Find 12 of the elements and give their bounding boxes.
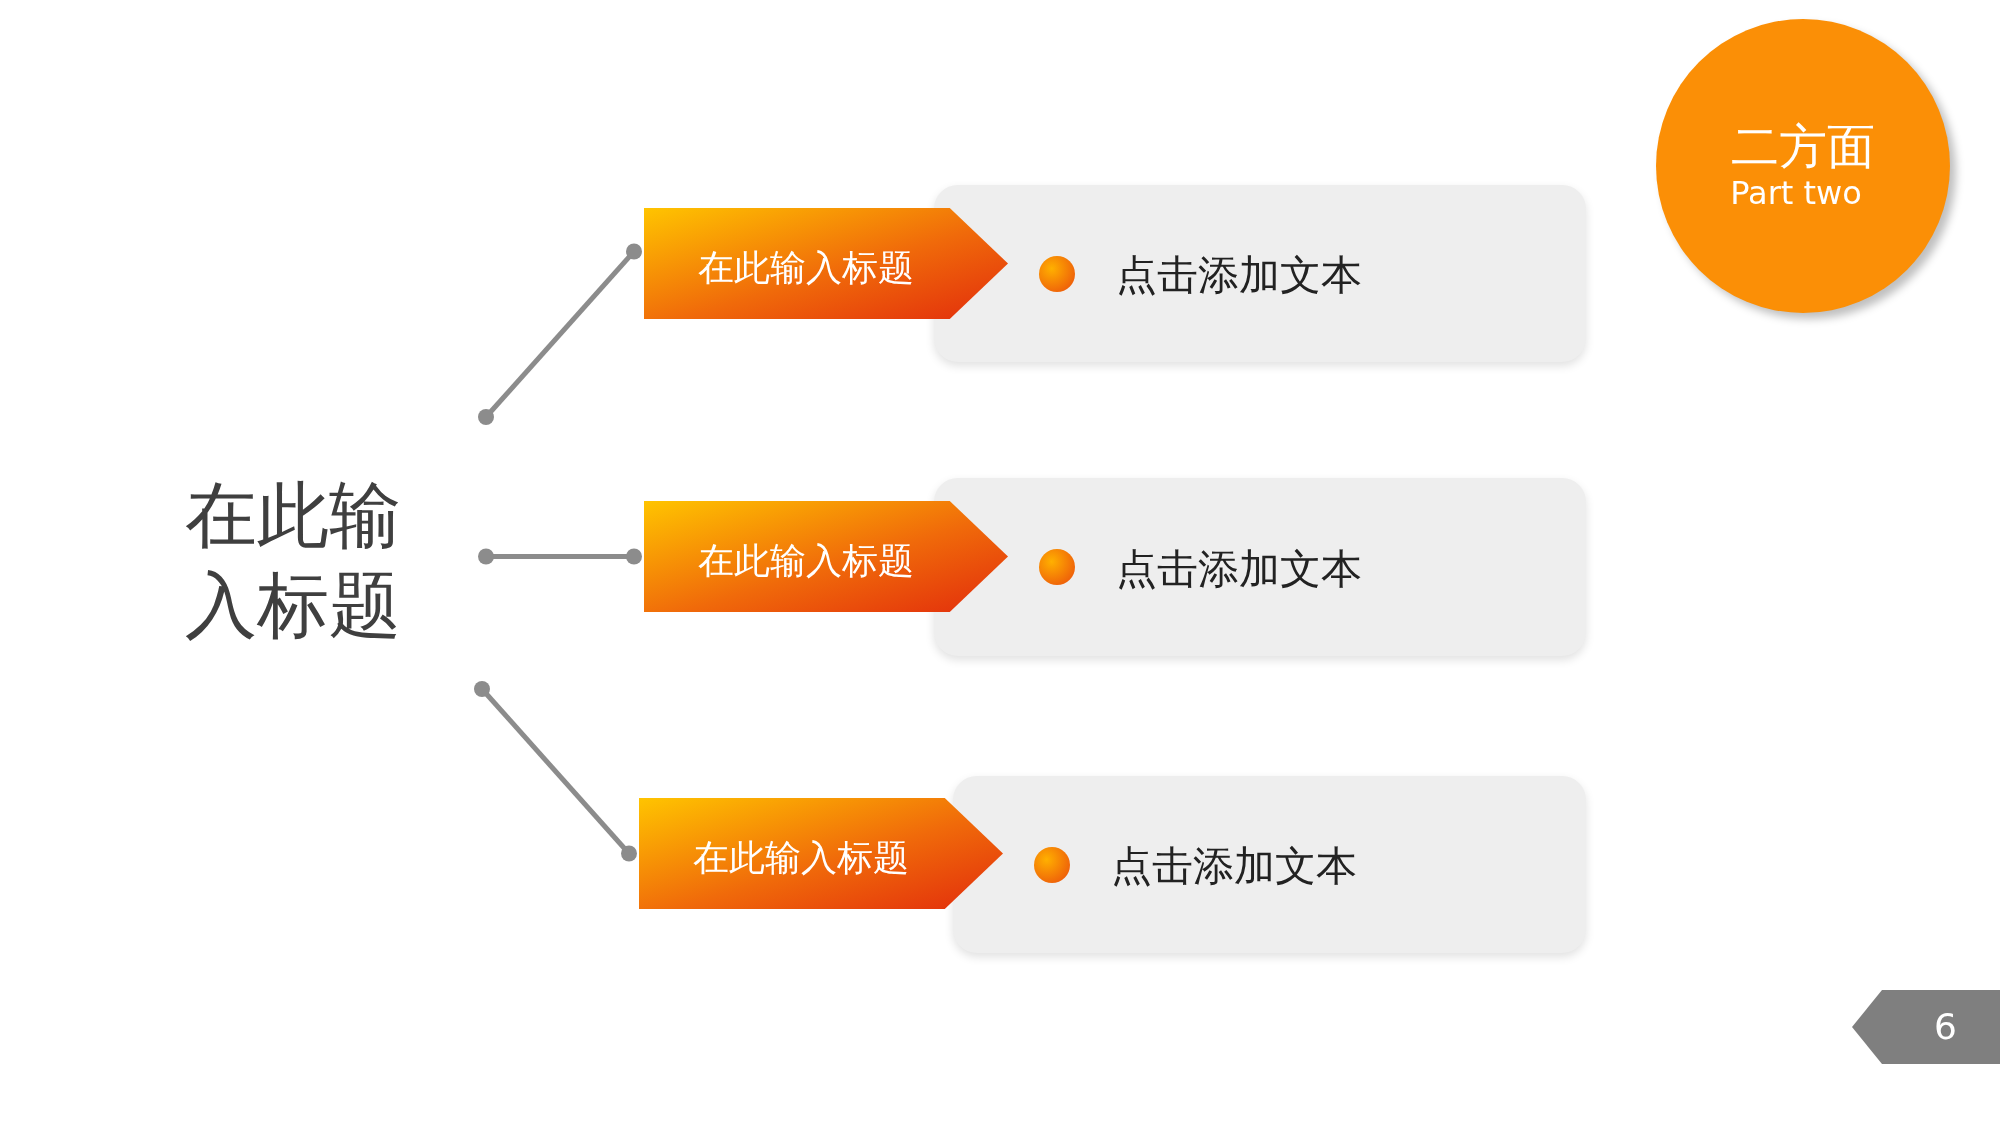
text-card: 点击添加文本	[934, 478, 1586, 656]
arrow-tag: 在此输入标题	[644, 501, 1008, 612]
text-card: 点击添加文本	[953, 776, 1586, 953]
section-title: 在此输入标题	[185, 472, 402, 649]
text-card: 点击添加文本	[934, 185, 1586, 362]
connector-line	[478, 548, 642, 565]
arrow-tag: 在此输入标题	[639, 798, 1003, 909]
connector-line	[478, 243, 642, 425]
connector-line	[474, 681, 637, 862]
page-number-tab: 6	[1852, 990, 2000, 1064]
arrow-tag: 在此输入标题	[644, 208, 1008, 319]
section-badge: 二方面 Part two	[1656, 19, 1950, 313]
